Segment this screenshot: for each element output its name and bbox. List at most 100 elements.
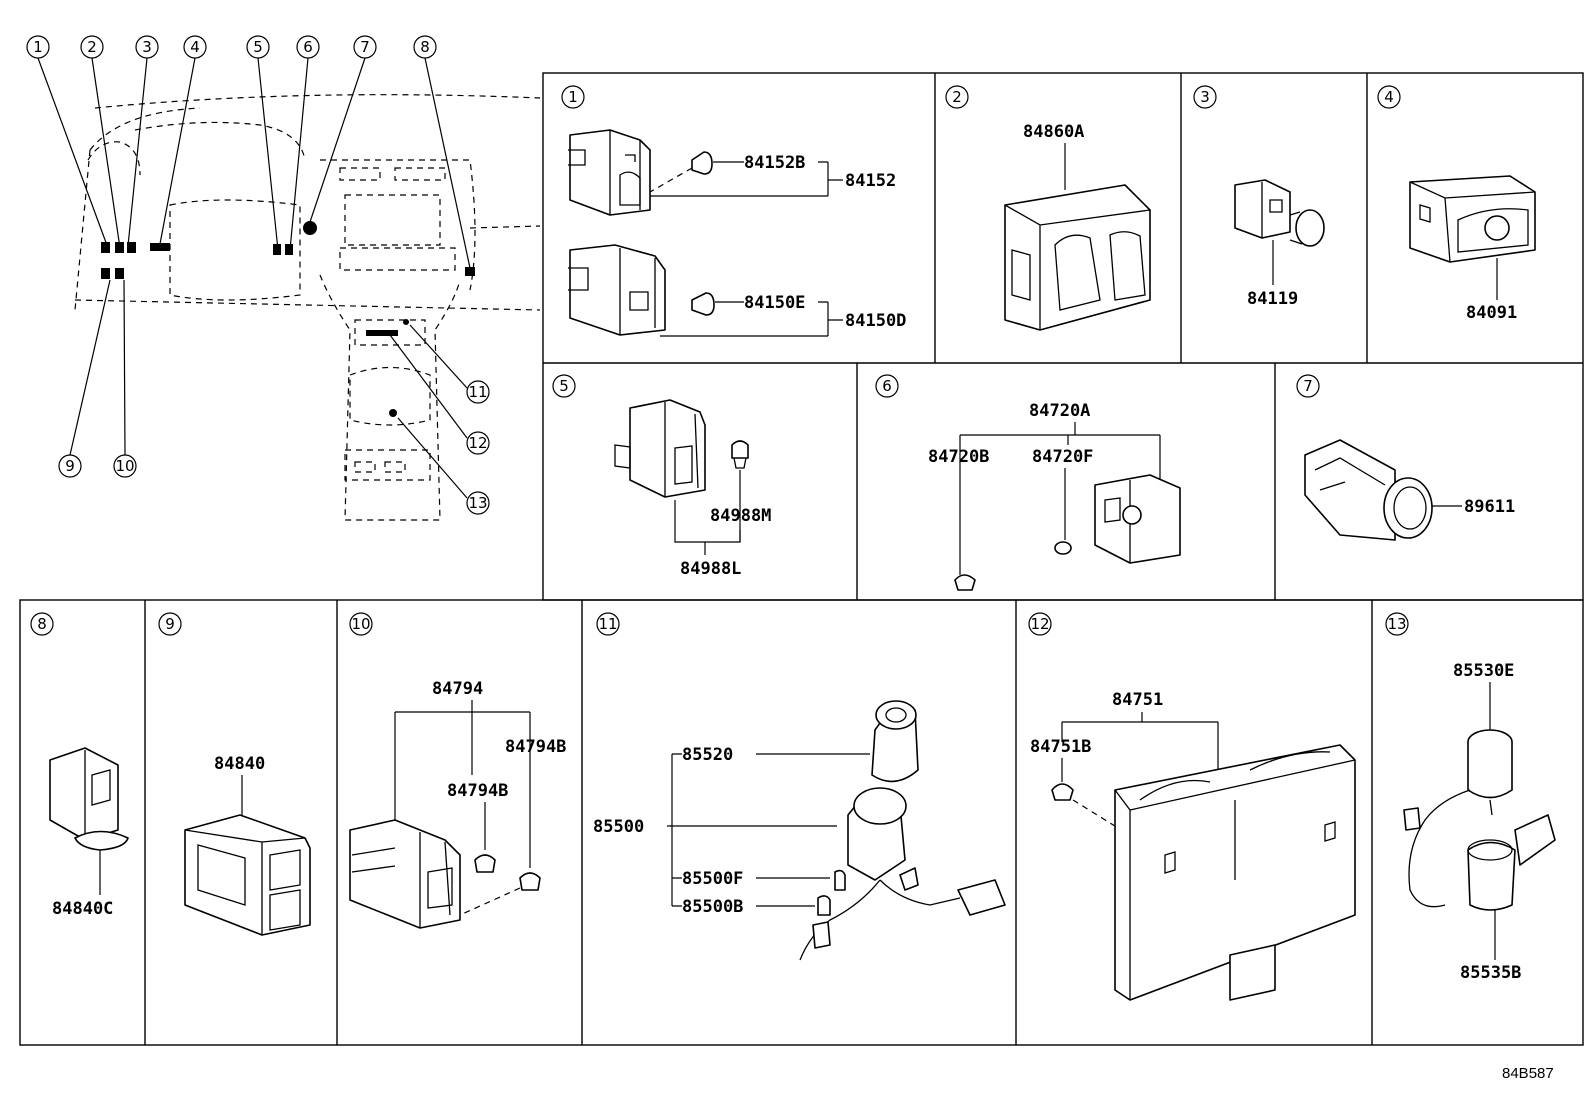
panel-ref-12: 12 [1028, 612, 1052, 636]
switch-84794-icon [349, 819, 461, 929]
overview-callout-8[interactable]: 8 [413, 35, 437, 59]
panel-ref-1: 1 [561, 85, 585, 109]
panel-2: 2 84860A [945, 85, 1151, 331]
part-84152[interactable]: 84152 [845, 171, 896, 191]
dimmer-switch-84091-icon [1409, 175, 1536, 263]
off-switch-84988L-icon [614, 399, 706, 498]
overview-callout-2[interactable]: 2 [80, 35, 104, 59]
svg-text:7: 7 [1303, 377, 1313, 395]
overview-callout-10[interactable]: 10 [113, 454, 137, 478]
clip-84720B-icon [954, 574, 976, 591]
svg-text:10: 10 [115, 457, 134, 475]
svg-text:4: 4 [1384, 88, 1394, 106]
svg-text:6: 6 [303, 38, 313, 56]
drawing-code: 84B587 [1502, 1065, 1554, 1082]
part-85500F[interactable]: 85500F [682, 869, 743, 889]
part-85500B[interactable]: 85500B [682, 897, 743, 917]
svg-text:8: 8 [37, 615, 47, 633]
svg-text:9: 9 [165, 615, 175, 633]
part-84152B[interactable]: 84152B [744, 153, 805, 173]
part-84988L[interactable]: 84988L [680, 559, 741, 579]
part-84119[interactable]: 84119 [1247, 289, 1298, 309]
panel-ref-13: 13 [1385, 612, 1409, 636]
panel-4: 4 84091 [1377, 85, 1536, 323]
overview-callout-12[interactable]: 12 [466, 431, 490, 455]
clip-84988M-icon [731, 440, 749, 469]
svg-text:5: 5 [253, 38, 263, 56]
overview-callout-4[interactable]: 4 [183, 35, 207, 59]
cigarette-lighter-85520-icon [871, 700, 919, 783]
part-85500[interactable]: 85500 [593, 817, 644, 837]
power-outlet-85530E-icon [1403, 729, 1556, 911]
overview-callout-6[interactable]: 6 [296, 35, 320, 59]
panel-9: 9 84840 [158, 612, 311, 936]
overview-callout-1[interactable]: 1 [26, 35, 50, 59]
control-panel-84751-icon [1114, 744, 1356, 1001]
svg-text:13: 13 [468, 494, 487, 512]
panel-11: 11 85520 85500 85500F 85500B [593, 612, 1006, 961]
part-84150E[interactable]: 84150E [744, 293, 805, 313]
panel-ref-11: 11 [596, 612, 620, 636]
panel-ref-5: 5 [552, 374, 576, 398]
svg-text:13: 13 [1387, 615, 1406, 633]
part-84794B-upper[interactable]: 84794B [505, 737, 566, 757]
part-84091[interactable]: 84091 [1466, 303, 1517, 323]
overview-callout-11[interactable]: 11 [466, 380, 490, 404]
svg-text:12: 12 [468, 434, 487, 452]
part-84720F[interactable]: 84720F [1032, 447, 1093, 467]
part-84150D[interactable]: 84150D [845, 311, 906, 331]
socket-85500-icon [799, 787, 1006, 961]
part-84794[interactable]: 84794 [432, 679, 483, 699]
panel-8: 8 84840C [30, 612, 129, 919]
part-84840C[interactable]: 84840C [52, 899, 113, 919]
clip-84720F-icon [1054, 541, 1072, 555]
panel-7: 7 89611 [1296, 374, 1515, 541]
switch-84720A-icon [1094, 474, 1181, 564]
part-84720B[interactable]: 84720B [928, 447, 989, 467]
panel-ref-6: 6 [875, 374, 899, 398]
part-84840[interactable]: 84840 [214, 754, 265, 774]
knob-switch-84119-icon [1234, 179, 1325, 247]
switch-84860A-icon [1004, 184, 1151, 331]
panel-ref-9: 9 [158, 612, 182, 636]
part-84751B[interactable]: 84751B [1030, 737, 1091, 757]
part-84751[interactable]: 84751 [1112, 690, 1163, 710]
panel-ref-2: 2 [945, 85, 969, 109]
part-84720A[interactable]: 84720A [1029, 401, 1090, 421]
svg-text:3: 3 [1200, 88, 1210, 106]
panel-ref-7: 7 [1296, 374, 1320, 398]
part-84988M[interactable]: 84988M [710, 506, 771, 526]
panel-ref-4: 4 [1377, 85, 1401, 109]
push-start-switch-89611-icon [1304, 439, 1433, 541]
overview-callout-5[interactable]: 5 [246, 35, 270, 59]
svg-text:8: 8 [420, 38, 430, 56]
panel-grid [19, 72, 1584, 1046]
svg-text:9: 9 [65, 457, 75, 475]
part-85535B[interactable]: 85535B [1460, 963, 1521, 983]
overview-callout-9[interactable]: 9 [58, 454, 82, 478]
clip-84152B-icon [649, 151, 713, 193]
part-84794B-lower[interactable]: 84794B [447, 781, 508, 801]
panel-10: 10 84794 84794B 84794B [349, 612, 566, 929]
sensor-84840C-icon [49, 747, 129, 851]
svg-text:1: 1 [568, 88, 578, 106]
svg-text:7: 7 [360, 38, 370, 56]
part-84860A[interactable]: 84860A [1023, 122, 1084, 142]
clip-84794B-b-icon [459, 872, 541, 916]
svg-text:10: 10 [351, 615, 370, 633]
part-85520[interactable]: 85520 [682, 745, 733, 765]
clip-84794B-a-icon [474, 854, 496, 873]
switch-84840-icon [184, 814, 311, 936]
clip-84150E-icon [691, 292, 715, 316]
panel-5: 5 84988M 84988L [552, 374, 771, 579]
panel-3: 3 84119 [1193, 85, 1325, 309]
svg-text:11: 11 [468, 383, 487, 401]
switch-84150D-icon [568, 244, 666, 336]
part-85530E[interactable]: 85530E [1453, 661, 1514, 681]
overview-callout-3[interactable]: 3 [135, 35, 159, 59]
part-89611[interactable]: 89611 [1464, 497, 1515, 517]
svg-text:6: 6 [882, 377, 892, 395]
overview-callout-7[interactable]: 7 [353, 35, 377, 59]
overview-callout-13[interactable]: 13 [466, 491, 490, 515]
